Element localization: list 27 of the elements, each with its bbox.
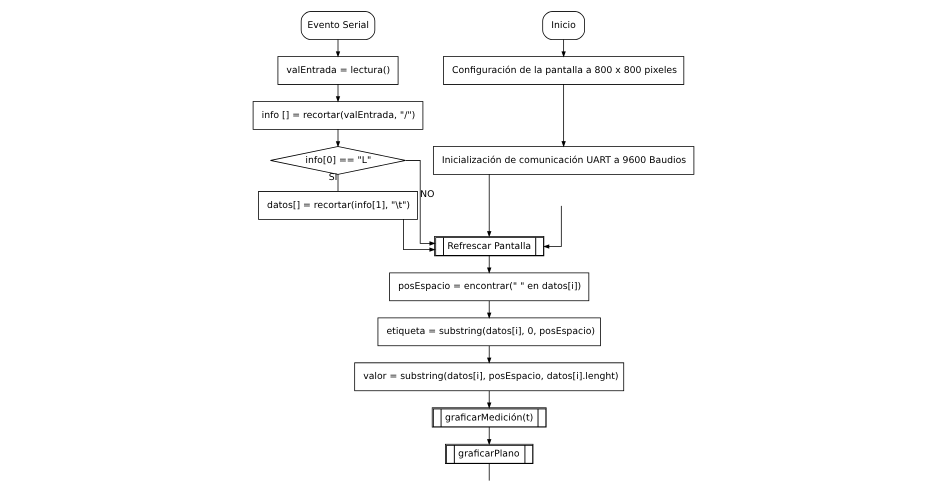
arrow — [561, 39, 566, 58]
arrow — [487, 174, 492, 238]
arrow — [403, 219, 436, 252]
arrow — [543, 205, 562, 249]
edge-label: NO — [420, 188, 434, 200]
arrow — [336, 84, 340, 102]
node-box: datos[] = recortar(info[1], "\t") — [258, 191, 418, 220]
arrow — [336, 39, 340, 58]
arrow — [406, 160, 436, 246]
arrow — [487, 390, 492, 409]
node-box: valor = substring(datos[i], posEspacio, datos[i].lenght) — [354, 362, 624, 392]
edge-label: SI — [328, 172, 338, 184]
arrow — [487, 300, 492, 319]
node-box: posEspacio = encontrar(" " en datos[i]) — [389, 272, 590, 302]
node-box: Inicio — [542, 11, 585, 40]
arrow — [336, 129, 340, 148]
node-box: Evento Serial — [300, 11, 376, 40]
node-box: valEntrada = lectura() — [278, 56, 398, 85]
arrow — [487, 345, 492, 364]
node-box: etiqueta = substring(datos[i], 0, posEspacio) — [378, 317, 601, 346]
arrow — [487, 256, 492, 274]
connector — [488, 463, 490, 482]
node-box: info [] = recortar(valEntrada, "/") — [252, 101, 424, 130]
arrow — [487, 427, 492, 446]
arrow — [561, 84, 566, 148]
node-box: Configuración de la pantalla a 800 x 800 pixeles — [443, 56, 684, 85]
node-box: Inicialización de comunicación UART a 9600 Baudios — [432, 146, 694, 175]
